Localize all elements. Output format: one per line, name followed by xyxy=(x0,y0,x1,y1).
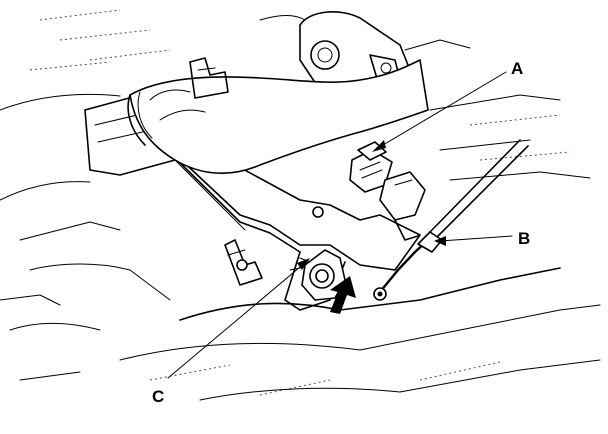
part-a-connector xyxy=(349,141,426,241)
throttle-cable xyxy=(373,139,529,301)
callout-label-c: C xyxy=(152,387,164,406)
coolant-hose xyxy=(127,57,429,174)
background-engine-bay xyxy=(0,9,601,401)
part-c-throttle-cam xyxy=(299,249,346,301)
leader-lines xyxy=(167,71,513,379)
direction-arrow xyxy=(330,276,356,314)
callout-label-a: A xyxy=(511,59,523,78)
callout-label-b: B xyxy=(518,229,530,248)
